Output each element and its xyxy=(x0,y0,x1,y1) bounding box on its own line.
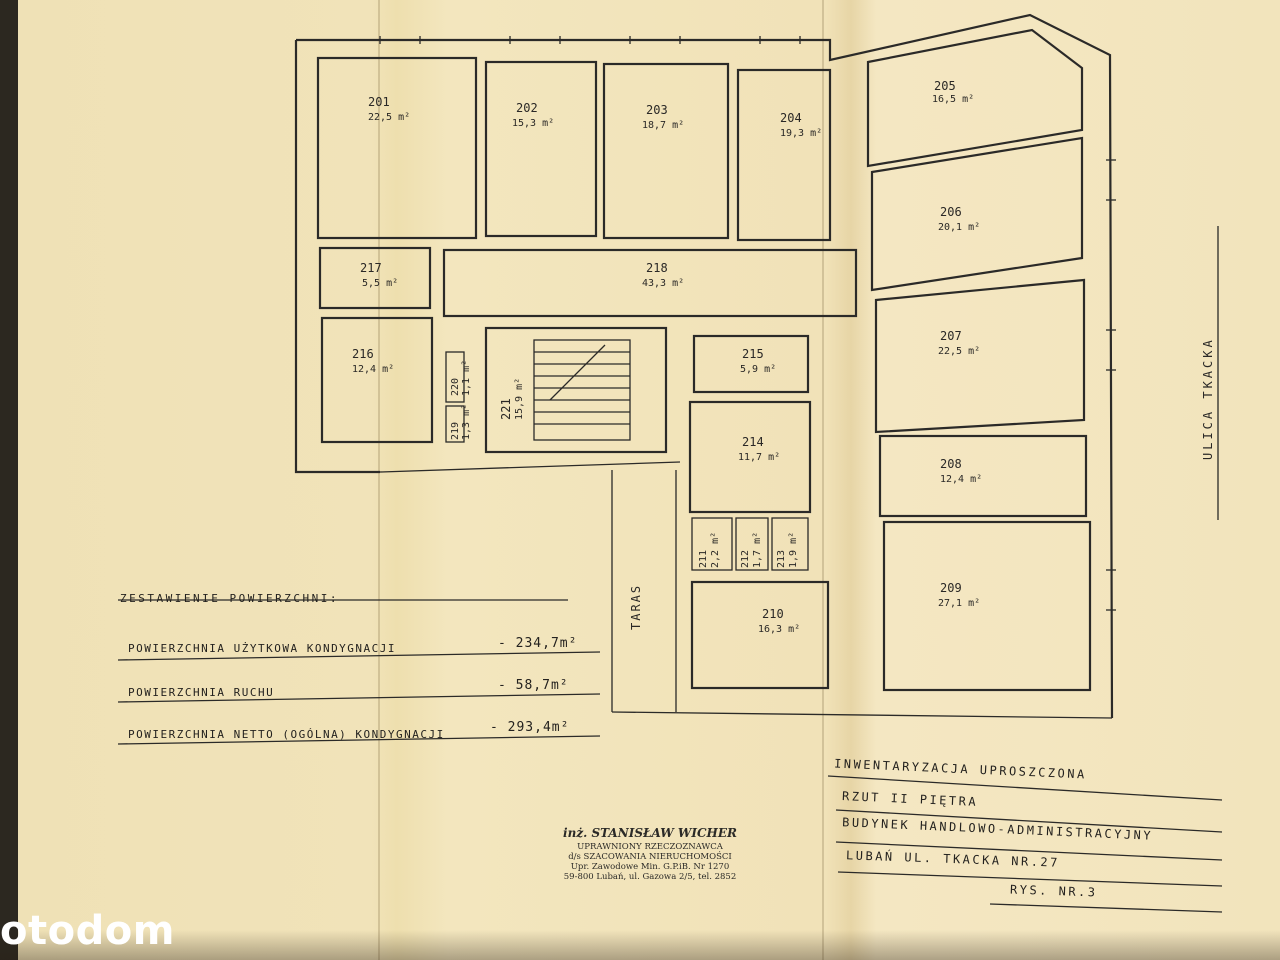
room-area: 16,3 m² xyxy=(758,624,800,635)
summary-row-value: - 234,7m² xyxy=(498,636,578,651)
room-203 xyxy=(602,62,730,240)
room-210 xyxy=(690,580,830,690)
room-label: 212 xyxy=(740,550,751,568)
room-label: 207 xyxy=(940,329,962,343)
room-area: 18,7 m² xyxy=(642,120,684,131)
room-212 xyxy=(735,517,769,571)
room-218 xyxy=(442,248,858,318)
summary-row-label: POWIERZCHNIA UŻYTKOWA KONDYGNACJI xyxy=(128,642,397,655)
room-label: 203 xyxy=(646,103,668,117)
stamp-line: UPRAWNIONY RZECZOZNAWCA xyxy=(577,842,723,852)
room-202 xyxy=(484,60,598,238)
summary-row-value: - 293,4m² xyxy=(490,720,570,735)
room-area: 5,5 m² xyxy=(362,278,398,289)
room-label: 204 xyxy=(780,111,802,125)
room-label: 216 xyxy=(352,347,374,361)
room-211 xyxy=(691,517,733,571)
street-label: ULICA TKACKA xyxy=(1201,337,1215,460)
shadow xyxy=(0,930,1280,960)
room-221 xyxy=(484,326,668,454)
stamp-name: inż. STANISŁAW WICHER xyxy=(563,826,737,840)
room-area: 20,1 m² xyxy=(938,222,980,233)
room-215 xyxy=(692,334,810,394)
room-area: 22,5 m² xyxy=(938,346,980,357)
room-label: 214 xyxy=(742,435,764,449)
room-area: 2,2 m² xyxy=(710,532,721,568)
room-201 xyxy=(316,56,478,240)
room-204 xyxy=(736,68,832,242)
room-213 xyxy=(771,517,809,571)
room-area: 1,1 m² xyxy=(461,360,472,396)
room-207 xyxy=(874,278,1086,434)
room-area: 16,5 m² xyxy=(932,94,974,105)
room-label: 206 xyxy=(940,205,962,219)
room-206 xyxy=(870,136,1084,292)
room-214 xyxy=(688,400,812,514)
room-label: 205 xyxy=(934,79,956,93)
room-area: 11,7 m² xyxy=(738,452,780,463)
room-area: 22,5 m² xyxy=(368,112,410,123)
room-area: 43,3 m² xyxy=(642,278,684,289)
room-label: 202 xyxy=(516,101,538,115)
room-label: 215 xyxy=(742,347,764,361)
summary-row-value: - 58,7m² xyxy=(498,678,569,693)
room-216 xyxy=(320,316,434,444)
room-area: 15,3 m² xyxy=(512,118,554,129)
paper-fold xyxy=(822,0,824,960)
summary-row-label: POWIERZCHNIA NETTO (OGÓLNA) KONDYGNACJI xyxy=(128,728,445,741)
room-area: 1,9 m² xyxy=(788,532,799,568)
room-label: 210 xyxy=(762,607,784,621)
room-label: 209 xyxy=(940,581,962,595)
otodom-logo: otodom xyxy=(0,908,175,954)
room-label: 208 xyxy=(940,457,962,471)
taras-label: TARAS xyxy=(629,584,643,630)
room-219 xyxy=(445,405,465,443)
paper-fold xyxy=(378,0,380,960)
room-label: 217 xyxy=(360,261,382,275)
room-label: 213 xyxy=(776,550,787,568)
room-label: 219 xyxy=(450,422,461,440)
stamp-line: 59-800 Lubań, ul. Gazowa 2/5, tel. 2852 xyxy=(563,872,737,882)
paper-sheet xyxy=(18,0,1280,960)
room-label: 201 xyxy=(368,95,390,109)
summary-title: ZESTAWIENIE POWIERZCHNI: xyxy=(120,592,339,605)
room-area: 27,1 m² xyxy=(938,598,980,609)
summary-row-label: POWIERZCHNIA RUCHU xyxy=(128,686,275,699)
room-220 xyxy=(445,351,465,403)
drawing-number: RYS. NR.3 xyxy=(1009,882,1098,900)
room-217 xyxy=(318,246,432,310)
room-area: 19,3 m² xyxy=(780,128,822,139)
room-label: 220 xyxy=(450,378,461,396)
room-area: 12,4 m² xyxy=(940,474,982,485)
room-label: 221 xyxy=(499,398,513,420)
stamp-line: Upr. Zawodowe Min. G.P.iB. Nr 1270 xyxy=(570,862,730,872)
room-area: 1,7 m² xyxy=(752,532,763,568)
room-label: 211 xyxy=(698,550,709,568)
room-area: 15,9 m² xyxy=(514,378,525,420)
stamp-line: d/s SZACOWANIA NIERUCHOMOŚCI xyxy=(568,852,732,862)
room-area: 5,9 m² xyxy=(740,364,776,375)
room-label: 218 xyxy=(646,261,668,275)
room-208 xyxy=(878,434,1088,518)
room-area: 12,4 m² xyxy=(352,364,394,375)
room-209 xyxy=(882,520,1092,692)
room-area: 1,3 m² xyxy=(461,404,472,440)
room-205 xyxy=(866,28,1084,168)
surveyor-stamp: inż. STANISŁAW WICHER UPRAWNIONY RZECZOZ… xyxy=(540,826,760,882)
